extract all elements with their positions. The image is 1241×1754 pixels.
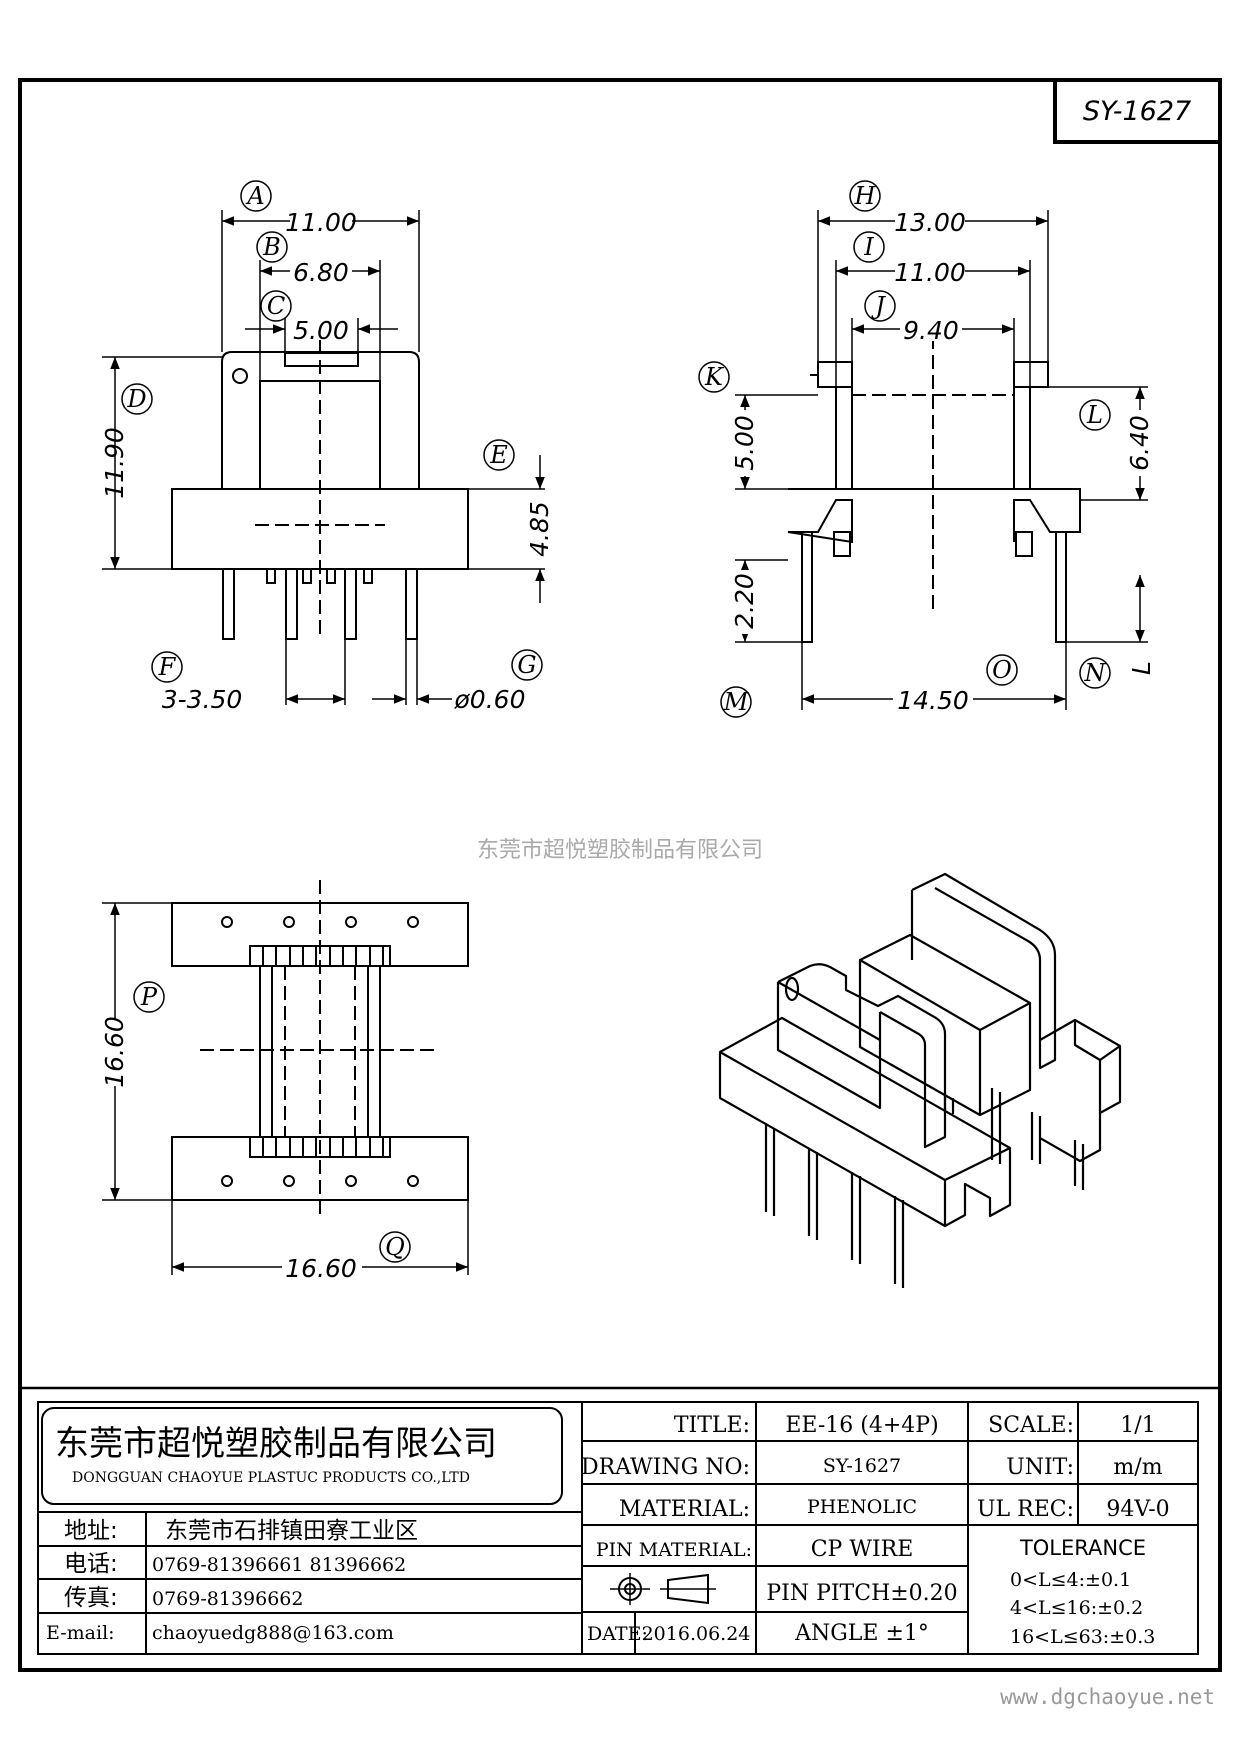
drawing-no-label: DRAWING NO: [581, 1455, 750, 1480]
company-name-cn: 东莞市超悦塑胶制品有限公司 [55, 1424, 497, 1464]
title-label: TITLE: [674, 1413, 750, 1438]
callout-l: L [1086, 401, 1103, 429]
dim-h-text: 13.00 [894, 208, 966, 237]
callout-k: K [704, 363, 725, 391]
pin-pitch: PIN PITCH±0.20 [766, 1581, 957, 1606]
callout-o: O [992, 656, 1012, 684]
address-value: 东莞市石排镇田寮工业区 [165, 1518, 418, 1544]
tolerance-row-3: 16<L≤63:±0.3 [1010, 1626, 1155, 1648]
dim-g-text: ø0.60 [454, 685, 526, 714]
callout-q: Q [385, 1233, 405, 1261]
phone-value: 0769-81396661 81396662 [152, 1554, 406, 1576]
dim-n-text: L [1127, 661, 1156, 675]
company-name-en: DONGGUAN CHAOYUE PLASTUC PRODUCTS CO.,LT… [72, 1470, 470, 1486]
scale-label: SCALE: [988, 1413, 1074, 1438]
callout-h: H [854, 182, 877, 210]
callout-b: B [262, 233, 281, 261]
callout-f: F [158, 653, 177, 681]
ul-rec-label: UL REC: [977, 1497, 1074, 1522]
bottom-view [102, 880, 469, 1275]
dim-p-text: 16.60 [100, 1016, 129, 1088]
front-view [102, 210, 545, 705]
callout-g: G [517, 651, 536, 679]
email-value: chaoyuedg888@163.com [152, 1622, 394, 1644]
pin-material-value: CP WIRE [811, 1537, 914, 1562]
ul-rec-value: 94V-0 [1106, 1497, 1169, 1522]
dim-m-text: 2.20 [730, 573, 759, 629]
title-value: EE-16 (4+4P) [785, 1413, 938, 1438]
pin-material-label: PIN MATERIAL: [596, 1539, 752, 1561]
dim-l-text: 6.40 [1125, 415, 1154, 471]
dim-i-text: 11.00 [894, 258, 966, 287]
drawing-no-value: SY-1627 [823, 1455, 901, 1477]
angle-tolerance: ANGLE ±1° [794, 1621, 929, 1646]
dim-d-text: 11.90 [100, 427, 129, 499]
material-label: MATERIAL: [619, 1497, 750, 1522]
bottom-view-callouts [133, 981, 411, 1263]
drawing-border [18, 78, 1222, 1672]
drawing-code-box: SY-1627 [1053, 78, 1222, 144]
dim-a-text: 11.00 [285, 208, 357, 237]
dim-b-text: 6.80 [293, 258, 349, 287]
material-value: PHENOLIC [807, 1496, 917, 1518]
side-view-callouts [698, 180, 1111, 718]
dim-c-text: 5.00 [293, 316, 349, 345]
unit-label: UNIT: [1006, 1455, 1074, 1480]
drawing-code: SY-1627 [1083, 96, 1191, 127]
callout-i: I [863, 233, 874, 261]
date-value: 2016.06.24 [642, 1623, 751, 1645]
watermark-text: 东莞市超悦塑胶制品有限公司 [477, 838, 763, 863]
tolerance-label: TOLERANCE [1019, 1536, 1146, 1560]
callout-e: E [489, 441, 508, 469]
dim-o-text: 14.50 [897, 686, 969, 715]
callout-m: M [723, 688, 750, 716]
fax-label: 传真: [64, 1585, 118, 1611]
front-view-dimensions: 11.00 6.80 5.00 11.90 4.85 3-3.50 ø0.60 [100, 208, 554, 714]
dim-j-text: 9.40 [903, 316, 959, 345]
callout-j: J [870, 292, 886, 320]
front-view-callouts [121, 180, 543, 683]
callout-p: P [140, 983, 158, 1011]
callout-d: D [126, 385, 146, 413]
email-label: E-mail: [46, 1622, 115, 1644]
callout-c: C [267, 292, 285, 320]
fax-value: 0769-81396662 [152, 1588, 303, 1610]
side-view-dimensions: 13.00 11.00 9.40 5.00 2.20 6.40 L 14.50 [730, 208, 1156, 715]
website-url: www.dgchaoyue.net [1000, 1685, 1215, 1709]
callout-n: N [1084, 659, 1107, 687]
unit-value: m/m [1113, 1455, 1162, 1480]
date-label: DATE: [587, 1623, 648, 1645]
scale-value: 1/1 [1120, 1413, 1155, 1438]
isometric-view [718, 872, 1122, 1288]
title-block [20, 1386, 1220, 1655]
address-label: 地址: [64, 1518, 118, 1544]
dim-k-text: 5.00 [730, 415, 759, 471]
dim-e-text: 4.85 [525, 501, 554, 557]
callout-a: A [245, 182, 264, 210]
dim-f-text: 3-3.50 [162, 685, 243, 714]
bottom-view-dimensions: 16.60 16.60 [100, 1016, 362, 1283]
tolerance-row-2: 4<L≤16:±0.2 [1010, 1597, 1143, 1619]
tolerance-row-1: 0<L≤4:±0.1 [1010, 1569, 1131, 1591]
title-block-text: 东莞市超悦塑胶制品有限公司 DONGGUAN CHAOYUE PLASTUC P… [46, 1413, 1170, 1648]
dim-q-text: 16.60 [285, 1254, 357, 1283]
phone-label: 电话: [64, 1551, 118, 1577]
